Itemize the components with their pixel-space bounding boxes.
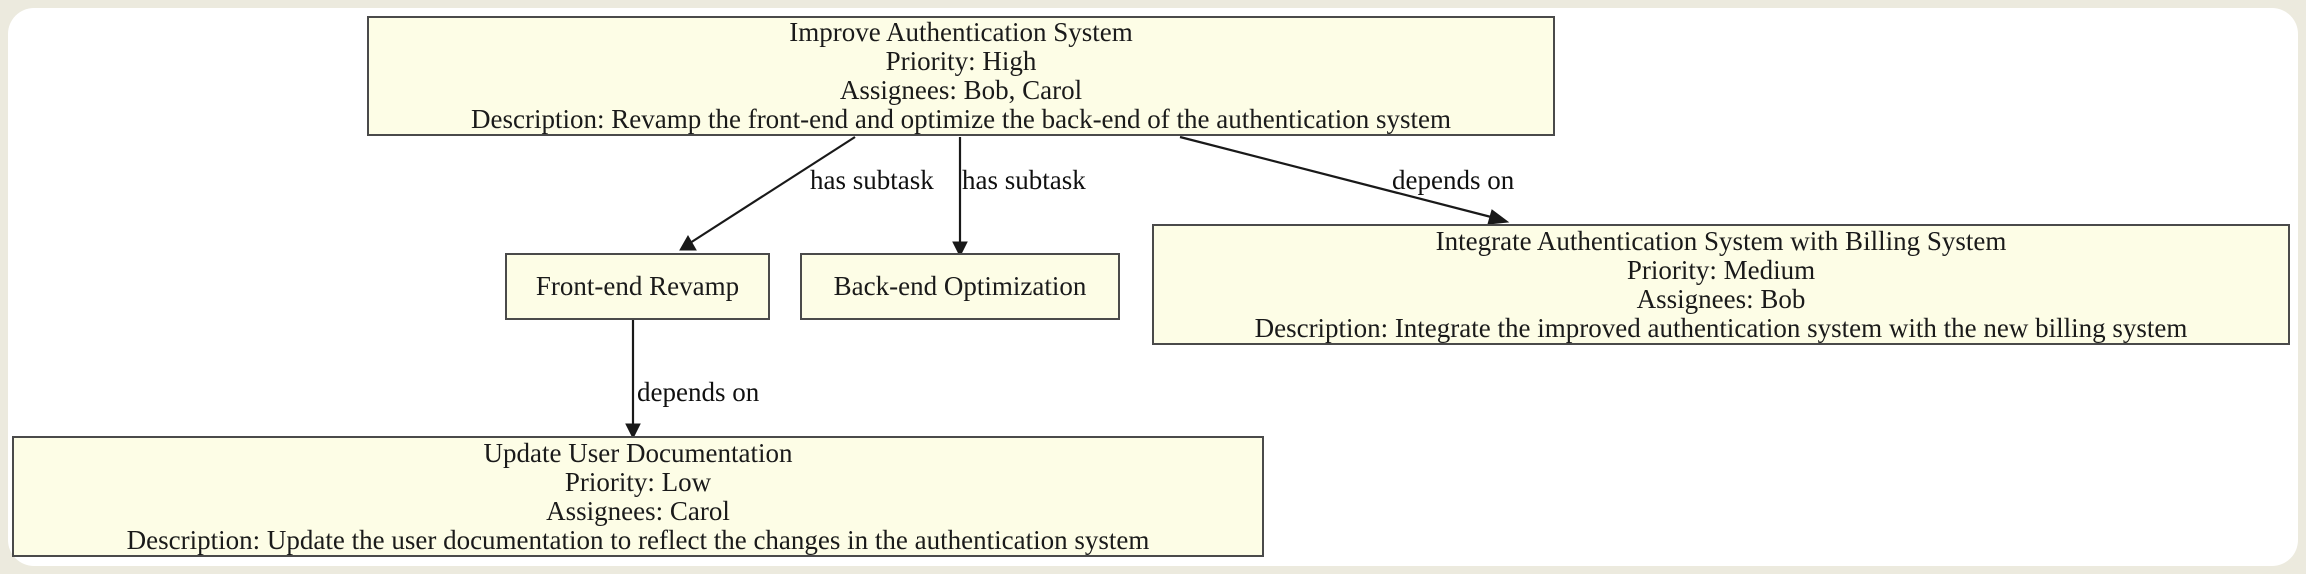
node-priority: Priority: Low [564, 466, 712, 497]
node-assignees: Assignees: Bob [1636, 283, 1806, 314]
node-description: Description: Update the user documentati… [126, 524, 1150, 555]
edge-label-depends-on-docs: depends on [637, 377, 760, 407]
node-title: Back-end Optimization [833, 271, 1087, 301]
edge-improve-to-backend [952, 137, 968, 258]
node-integrate-authentication-system-with-billing-system[interactable]: Integrate Authentication System with Bil… [1152, 224, 2290, 345]
node-title: Update User Documentation [483, 437, 793, 468]
edge-label-depends-on-integrate: depends on [1392, 165, 1515, 195]
node-front-end-revamp[interactable]: Front-end Revamp [505, 253, 770, 320]
node-assignees: Assignees: Bob, Carol [839, 75, 1083, 105]
node-update-user-documentation[interactable]: Update User Documentation Priority: Low … [12, 436, 1264, 557]
node-title: Integrate Authentication System with Bil… [1435, 225, 2007, 256]
node-title: Improve Authentication System [789, 17, 1133, 47]
edge-label-has-subtask-frontend: has subtask [810, 165, 934, 195]
node-title: Front-end Revamp [535, 271, 740, 301]
node-description: Description: Revamp the front-end and op… [471, 104, 1451, 134]
node-back-end-optimization[interactable]: Back-end Optimization [800, 253, 1120, 320]
node-priority: Priority: High [885, 46, 1037, 76]
node-description: Description: Integrate the improved auth… [1254, 312, 2188, 343]
node-priority: Priority: Medium [1626, 254, 1816, 285]
node-improve-authentication-system[interactable]: Improve Authentication System Priority: … [367, 16, 1555, 136]
node-assignees: Assignees: Carol [546, 495, 730, 526]
edge-label-has-subtask-backend: has subtask [962, 165, 1086, 195]
